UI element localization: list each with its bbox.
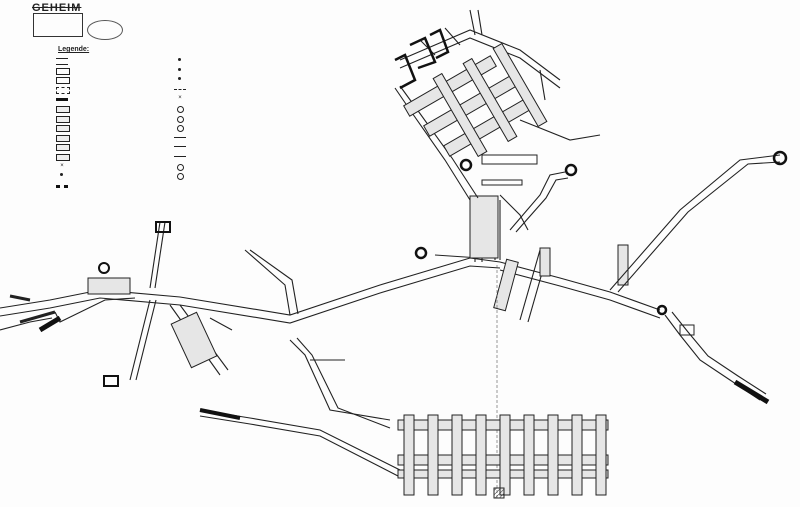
west-portal-north bbox=[155, 221, 171, 233]
rect-symbol bbox=[56, 125, 70, 133]
line-symbol bbox=[174, 146, 186, 148]
central-north-shaft bbox=[459, 158, 473, 172]
rect-symbol bbox=[56, 115, 70, 123]
registration-stamp bbox=[33, 13, 83, 37]
cross-symbol: × bbox=[60, 162, 64, 169]
south-gallery-complex bbox=[397, 414, 609, 496]
west-tunnel-system bbox=[0, 221, 501, 429]
northeast-tunnel bbox=[609, 154, 781, 401]
southwest-exit-dark bbox=[199, 408, 241, 420]
west-shaft bbox=[98, 262, 110, 274]
rect-symbol bbox=[56, 144, 70, 152]
line-symbol bbox=[174, 156, 186, 157]
cross-symbol: × bbox=[178, 95, 182, 102]
rect-symbol bbox=[56, 154, 70, 161]
dot-symbol bbox=[178, 67, 181, 71]
central-hall bbox=[469, 195, 499, 259]
central-west-shaft bbox=[414, 246, 428, 260]
central-south-hall bbox=[493, 258, 519, 312]
east-portal bbox=[679, 324, 695, 336]
central-marker bbox=[481, 179, 523, 186]
double-line-symbol bbox=[56, 58, 68, 65]
circle-symbol bbox=[177, 125, 184, 133]
west-branch-hall bbox=[170, 311, 218, 369]
circle-symbol bbox=[177, 163, 184, 171]
central-junction bbox=[434, 171, 661, 323]
dot-symbol bbox=[178, 58, 181, 61]
tick-line-symbol bbox=[56, 77, 70, 85]
west-portal-south bbox=[103, 375, 119, 387]
south-hatched-block bbox=[493, 487, 505, 499]
arrow-line-symbol bbox=[174, 88, 186, 90]
north-dark-portals bbox=[394, 28, 450, 90]
southeast-exit-dark bbox=[733, 379, 770, 405]
dot-symbol bbox=[60, 173, 63, 177]
bold-bar-symbol bbox=[56, 98, 68, 102]
central-east-hall-2 bbox=[617, 244, 629, 286]
west-exit-dark bbox=[38, 315, 62, 333]
circle-symbol bbox=[177, 115, 184, 123]
west-chamber bbox=[87, 277, 131, 295]
hatch-line-symbol bbox=[56, 86, 70, 94]
legend: ×× bbox=[56, 57, 326, 197]
handwritten-note bbox=[87, 20, 123, 40]
northeast-shaft bbox=[772, 150, 788, 166]
secret-classification-title: GEHEIM bbox=[32, 2, 82, 14]
central-northeast-shaft bbox=[564, 163, 578, 177]
circle-symbol bbox=[177, 173, 184, 181]
legend-title: Legende: bbox=[58, 46, 90, 53]
line-symbol bbox=[174, 136, 186, 138]
rect-symbol bbox=[56, 134, 70, 142]
dotted-bar-symbol bbox=[56, 184, 68, 188]
rect-symbol bbox=[56, 106, 70, 113]
dot-symbol bbox=[178, 77, 181, 81]
central-east-hall-1 bbox=[539, 247, 551, 277]
north-halls bbox=[403, 42, 548, 158]
central-sign-box bbox=[481, 154, 538, 165]
circle-symbol bbox=[177, 106, 184, 113]
east-shaft bbox=[656, 304, 668, 316]
tick-line-symbol bbox=[56, 67, 70, 75]
